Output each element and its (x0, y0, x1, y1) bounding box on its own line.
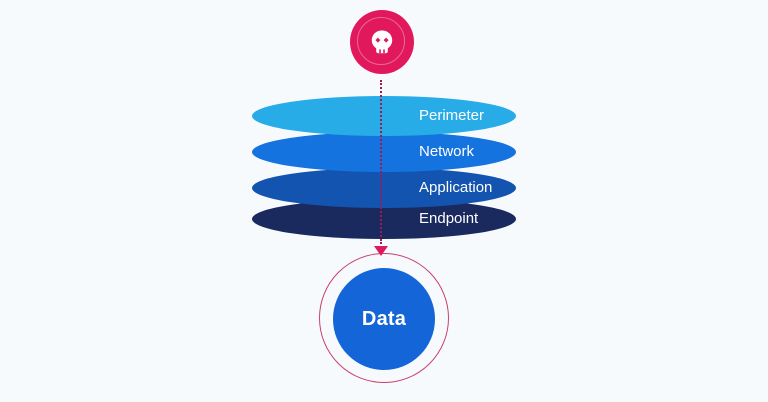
layer-label-application: Application (419, 179, 493, 196)
attacker-badge (350, 10, 414, 74)
attacker-inner-ring (357, 17, 405, 65)
layer-label-endpoint: Endpoint (419, 210, 479, 227)
layer-ellipse-application: Application (252, 168, 516, 208)
layer-ellipse-perimeter: Perimeter (252, 96, 516, 136)
data-target-circle: Data (333, 268, 435, 370)
skull-icon (371, 30, 393, 54)
data-target-label: Data (361, 307, 407, 330)
attack-path-line (380, 80, 382, 244)
attack-path-arrow-icon (374, 246, 388, 256)
layer-ellipse-network: Network (252, 132, 516, 172)
layer-label-perimeter: Perimeter (419, 107, 485, 124)
layer-label-network: Network (419, 143, 475, 160)
